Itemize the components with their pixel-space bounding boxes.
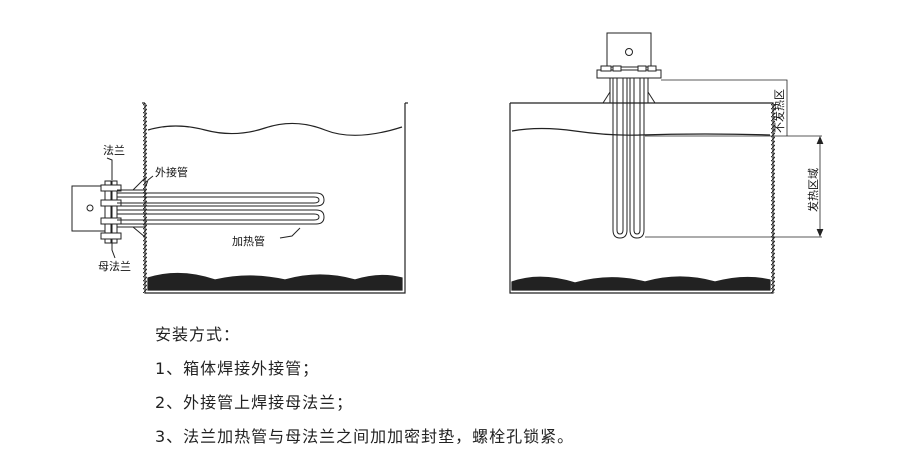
installation-instructions: 安装方式： 1、箱体焊接外接管； 2、外接管上焊接母法兰； 3、法兰加热管与母法…: [155, 322, 574, 458]
dimension-lines: [645, 79, 824, 238]
left-heater: [71, 177, 325, 244]
left-tank: [142, 102, 408, 294]
label-heating-zone: 发热区域: [806, 168, 820, 212]
label-flange: 法兰: [103, 143, 125, 157]
water-surface: [511, 127, 771, 136]
water-surface: [147, 122, 403, 136]
instruction-step: 2、外接管上焊接母法兰；: [155, 393, 354, 412]
right-heater: [596, 32, 662, 239]
right-tank: [509, 102, 775, 294]
label-mother-flange: 母法兰: [98, 259, 131, 273]
instruction-step: 3、法兰加热管与母法兰之间加加密封垫，螺栓孔锁紧。: [155, 427, 575, 446]
instructions-title: 安装方式：: [155, 325, 241, 344]
label-non-heating-zone: 不发热区: [772, 89, 786, 133]
sludge: [147, 272, 403, 291]
instruction-step: 1、箱体焊接外接管；: [155, 359, 320, 378]
label-outer-pipe: 外接管: [155, 165, 188, 179]
sludge: [511, 276, 771, 291]
label-heating-tube: 加热管: [232, 234, 265, 248]
